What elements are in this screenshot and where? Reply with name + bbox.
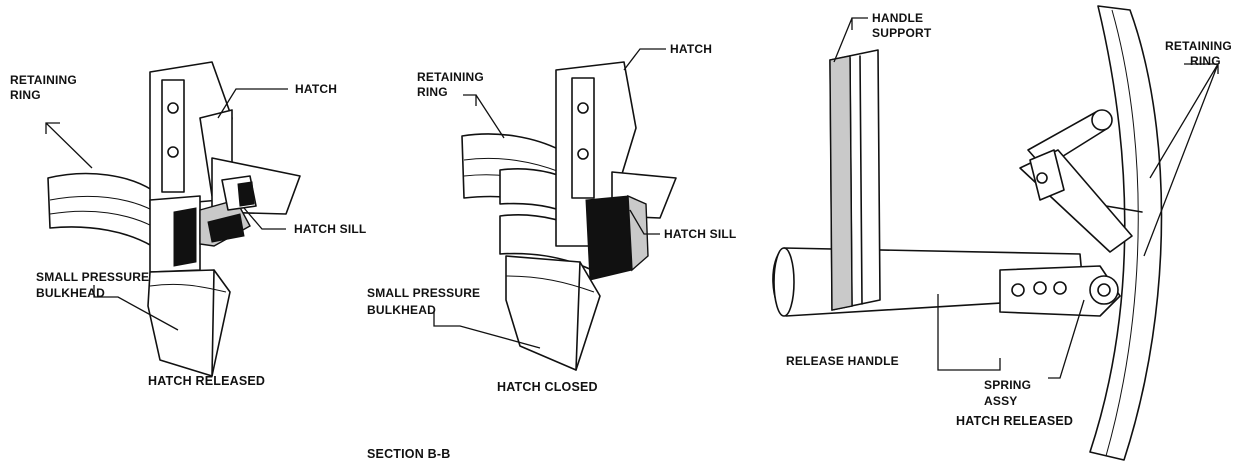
- left-hatch-label: HATCH: [295, 82, 337, 96]
- handle-support-label-2: SUPPORT: [872, 26, 932, 40]
- middle-retaining-ring-label-1: RETAINING: [417, 70, 484, 84]
- right-view: [772, 5, 1219, 461]
- middle-retaining-ring-label-2: RING: [417, 85, 448, 99]
- left-retaining-ring: [47, 172, 153, 247]
- right-caption: HATCH RELEASED: [956, 414, 1073, 428]
- right-retaining-ring-label-2: RING: [1190, 54, 1221, 68]
- section-caption: SECTION B-B: [367, 447, 450, 461]
- left-bulkhead-label-1: SMALL PRESSURE: [36, 270, 149, 284]
- left-hatch-sill-label: HATCH SILL: [294, 222, 366, 236]
- middle-bulkhead-label-2: BULKHEAD: [367, 303, 436, 317]
- handle-support-label-1: HANDLE: [872, 11, 923, 25]
- left-view: [45, 61, 301, 377]
- left-bulkhead-label-2: BULKHEAD: [36, 286, 105, 300]
- spring-assy-label-1: SPRING: [984, 378, 1031, 392]
- right-retaining-ring-label-1: RETAINING: [1165, 39, 1232, 53]
- release-handle-label: RELEASE HANDLE: [786, 354, 899, 368]
- middle-hatch-sill-label: HATCH SILL: [664, 227, 736, 241]
- left-retaining-ring-label-2: RING: [10, 88, 41, 102]
- left-retaining-ring-label-1: RETAINING: [10, 73, 77, 87]
- left-caption: HATCH RELEASED: [148, 374, 265, 388]
- middle-bulkhead-wall: [505, 255, 601, 371]
- middle-bulkhead-label-1: SMALL PRESSURE: [367, 286, 480, 300]
- middle-view: [433, 48, 677, 371]
- middle-caption: HATCH CLOSED: [497, 380, 598, 394]
- left-bulkhead-wall: [147, 269, 231, 377]
- middle-hatch-label: HATCH: [670, 42, 712, 56]
- spring-assy-label-2: ASSY: [984, 394, 1017, 408]
